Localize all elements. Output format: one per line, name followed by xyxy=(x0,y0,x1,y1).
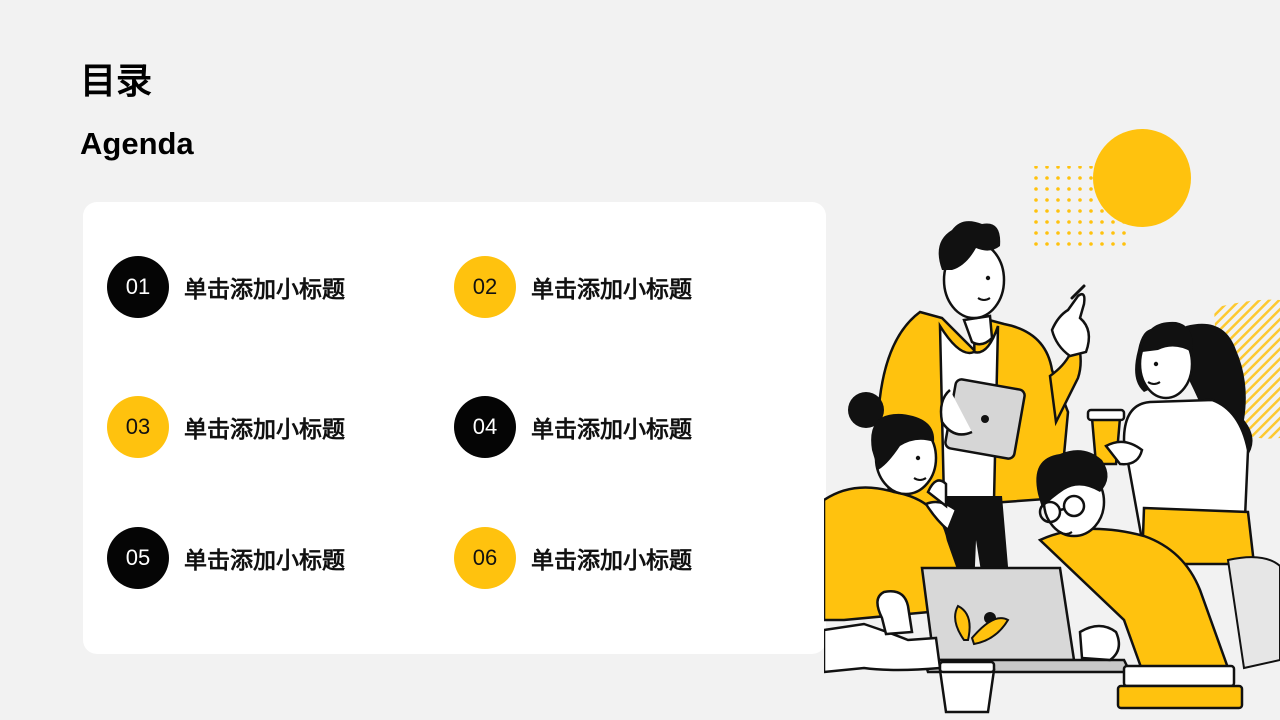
agenda-item-label[interactable]: 单击添加小标题 xyxy=(531,548,692,574)
agenda-item-03[interactable]: 03 单击添加小标题 xyxy=(107,396,345,458)
agenda-number-badge: 04 xyxy=(454,396,516,458)
agenda-item-label[interactable]: 单击添加小标题 xyxy=(184,548,345,574)
agenda-item-label[interactable]: 单击添加小标题 xyxy=(531,417,692,443)
agenda-item-01[interactable]: 01 单击添加小标题 xyxy=(107,256,345,318)
woman-with-coffee-figure xyxy=(1086,321,1256,566)
agenda-number-badge: 03 xyxy=(107,396,169,458)
agenda-number-badge: 06 xyxy=(454,527,516,589)
agenda-item-label[interactable]: 单击添加小标题 xyxy=(184,417,345,443)
agenda-number-badge: 01 xyxy=(107,256,169,318)
agenda-number-badge: 05 xyxy=(107,527,169,589)
page-title: 目录 xyxy=(80,61,153,102)
agenda-item-04[interactable]: 04 单击添加小标题 xyxy=(454,396,692,458)
man-with-glasses-figure xyxy=(1036,450,1230,672)
agenda-card: 01 单击添加小标题 02 单击添加小标题 03 单击添加小标题 04 单击添加… xyxy=(83,202,826,654)
agenda-item-02[interactable]: 02 单击添加小标题 xyxy=(454,256,692,318)
agenda-item-05[interactable]: 05 单击添加小标题 xyxy=(107,527,345,589)
page-subtitle: Agenda xyxy=(80,126,194,161)
team-illustration xyxy=(824,129,1280,714)
yellow-circle-decoration xyxy=(1093,129,1191,227)
agenda-number-badge: 02 xyxy=(454,256,516,318)
agenda-item-06[interactable]: 06 单击添加小标题 xyxy=(454,527,692,589)
desk-objects xyxy=(824,556,1280,714)
agenda-item-label[interactable]: 单击添加小标题 xyxy=(184,277,345,303)
agenda-item-label[interactable]: 单击添加小标题 xyxy=(531,277,692,303)
standing-man-figure xyxy=(876,221,1091,590)
